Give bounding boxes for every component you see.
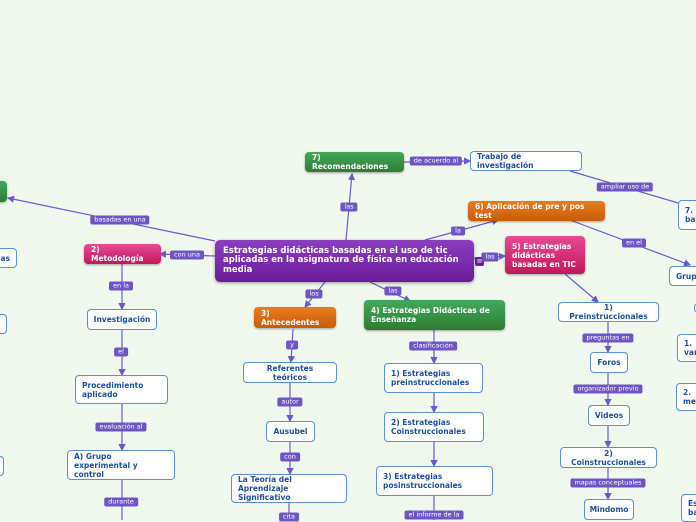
offscreen-right-node-2[interactable]: Grup [669, 266, 696, 286]
offscreen-right-node-5-line-2: me [683, 397, 696, 406]
teoria-aprendizaje-node[interactable]: La Teoría del Aprendizaje Significativo [231, 474, 347, 503]
offscreen-right-node-1-line-1: 7. [685, 206, 694, 215]
procedimiento-node[interactable]: Procedimiento aplicado [75, 375, 168, 404]
offscreen-right-node-1[interactable]: 7. ba [678, 200, 696, 230]
link-label-con-una: con una [170, 250, 204, 260]
link-label-con: con [280, 452, 300, 462]
estrategias-ensenanza-node[interactable]: 4) Estrategias Didácticas de Enseñanza [364, 300, 505, 330]
link-label-informe: el informe de la [404, 510, 464, 520]
referentes-node[interactable]: Referentes teóricos [243, 362, 337, 383]
offscreen-right-node-4[interactable]: 1. var [677, 334, 696, 362]
link-label-organizador: organizador previo [573, 384, 643, 394]
link-label-evaluacion: evaluación al [95, 422, 147, 432]
ausubel-node[interactable]: Ausubel [266, 421, 315, 442]
offscreen-left-green-node[interactable] [0, 181, 7, 202]
link-label-cita: cita [279, 512, 299, 522]
mindomo-node[interactable]: Mindomo [584, 499, 634, 520]
grupo-experimental-node[interactable]: A) Grupo experimental y control [67, 450, 175, 480]
offscreen-right-node-6[interactable]: Es ba [681, 494, 696, 522]
offscreen-right-node-5-line-1: 2. [683, 388, 692, 397]
link-label-en-la: en la [109, 281, 133, 291]
coinstruccional-tic-node[interactable]: 2) Coinstruccionales [560, 447, 657, 468]
trabajo-investigacion-node[interactable]: Trabajo de investigación [470, 151, 582, 171]
central-topic[interactable]: Estrategias didácticas basadas en el uso… [215, 240, 474, 282]
link-label-en-el: en el [622, 238, 646, 248]
estrategias-tic-node[interactable]: 5) Estrategias didácticas basadas en TIC [505, 236, 585, 274]
offscreen-right-node-4-line-2: var [684, 348, 696, 357]
preinstruccionales-node[interactable]: 1) Estrategias preinstruccionales [384, 363, 483, 393]
aplicacion-test-node[interactable]: 6) Aplicación de pre y pos test [468, 201, 605, 221]
offscreen-left-node-3[interactable] [0, 456, 4, 476]
link-label-preguntas: preguntas en [582, 333, 634, 343]
notes-icon[interactable]: ≡ [475, 257, 484, 266]
antecedentes-node[interactable]: 3) Antecedentes [254, 307, 336, 328]
link-label-mapas: mapas conceptuales [570, 478, 646, 488]
offscreen-right-node-5[interactable]: 2. me [676, 383, 696, 411]
link-label-las-recomendaciones: las [340, 202, 358, 212]
link-label-autor: autor [277, 397, 303, 407]
offscreen-right-node-4-line-1: 1. [684, 339, 693, 348]
videos-node[interactable]: Videos [588, 405, 630, 426]
preinstruccional-tic-node[interactable]: 1) Preinstruccionales [558, 302, 659, 322]
coinstruccionales-node[interactable]: 2) Estrategias Coinstruccionales [384, 412, 484, 442]
link-label-clasificacion: clasificación [409, 341, 457, 351]
offscreen-right-node-1-line-2: ba [685, 215, 696, 224]
offscreen-left-node-1[interactable]: as [0, 248, 17, 268]
offscreen-right-node-6-line-1: Es [688, 499, 696, 508]
link-label-las-ensenanza: las [384, 286, 402, 296]
link-label-la: la [451, 226, 465, 236]
posinstruccionales-node[interactable]: 3) Estrategias posinstruccionales [376, 466, 493, 496]
link-label-ampliar: ampliar uso de [596, 182, 654, 192]
link-label-las-tic: las [481, 252, 499, 262]
offscreen-left-node-2[interactable] [0, 314, 7, 334]
link-label-basadas: basadas en una [90, 215, 150, 225]
link-label-los: los [305, 289, 323, 299]
recomendaciones-node[interactable]: 7) Recomendaciones [305, 152, 404, 172]
foros-node[interactable]: Foros [590, 352, 628, 373]
link-label-el: el [114, 347, 128, 357]
link-label-durante: durante [104, 497, 138, 507]
investigacion-node[interactable]: Investigación [87, 309, 157, 330]
offscreen-right-node-6-line-2: ba [688, 508, 696, 517]
link-label-y: y [286, 340, 298, 350]
metodologia-node[interactable]: 2) Metodología [84, 244, 161, 264]
link-label-de-acuerdo: de acuerdo al [409, 156, 463, 166]
